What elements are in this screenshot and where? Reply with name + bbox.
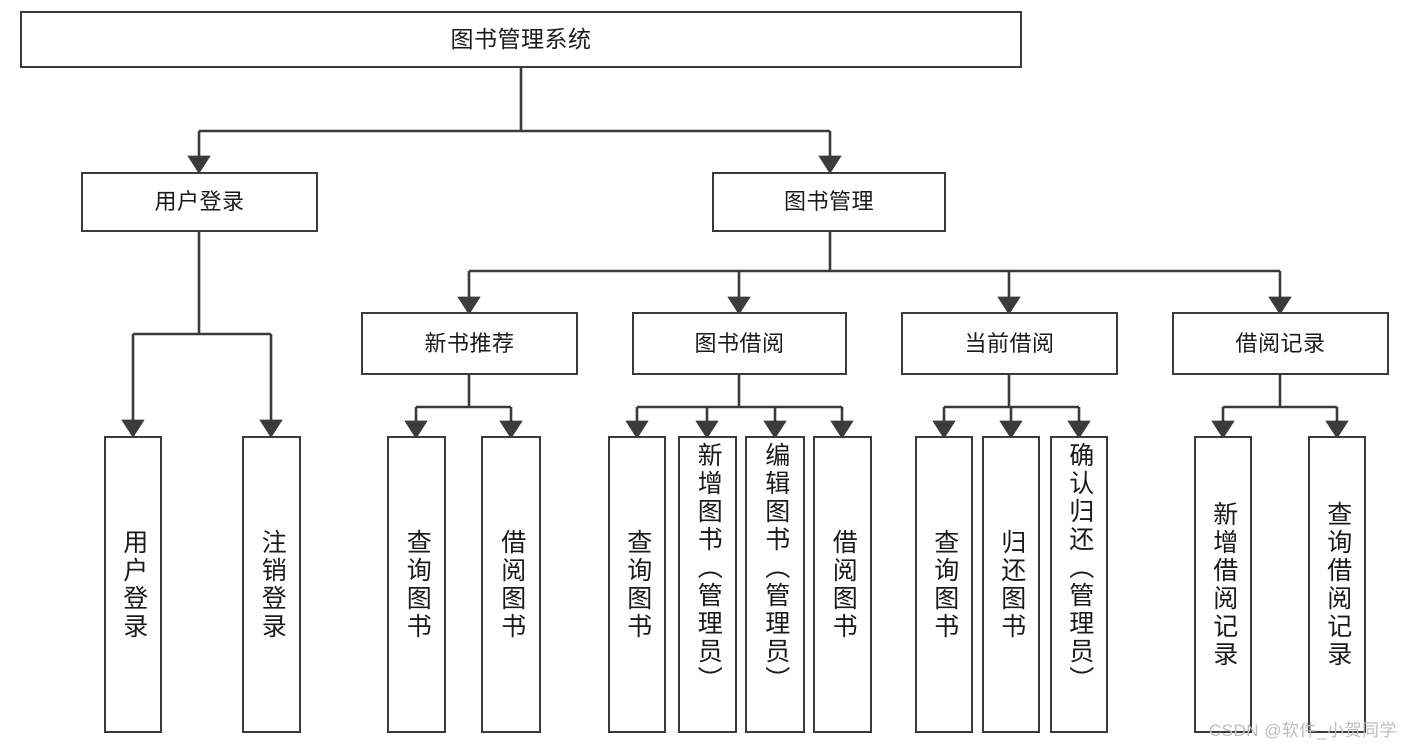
node-leaf-query-book-1[interactable]: 查询图书 — [387, 436, 446, 733]
node-leaf-add-record[interactable]: 新增借阅记录 — [1194, 436, 1252, 733]
node-current-borrow[interactable]: 当前借阅 — [901, 312, 1118, 375]
node-leaf-query-book-3[interactable]: 查询图书 — [915, 436, 973, 733]
node-borrow-record-label: 借阅记录 — [1235, 330, 1326, 356]
node-borrow-record[interactable]: 借阅记录 — [1172, 312, 1389, 375]
node-leaf-query-book-1-label: 查询图书 — [403, 528, 432, 641]
node-leaf-borrow-book-2[interactable]: 借阅图书 — [813, 436, 872, 733]
node-new-book-rec[interactable]: 新书推荐 — [361, 312, 578, 375]
node-leaf-query-book-3-label: 查询图书 — [930, 528, 959, 641]
node-leaf-query-book-2-label: 查询图书 — [623, 528, 652, 641]
node-leaf-add-book-label: 新增图书（管理员） — [694, 442, 723, 694]
node-leaf-logout-label: 注销登录 — [258, 528, 287, 641]
node-root-label: 图书管理系统 — [450, 25, 592, 52]
node-user-login[interactable]: 用户登录 — [81, 172, 318, 232]
node-root[interactable]: 图书管理系统 — [20, 11, 1022, 68]
watermark-text: CSDN @软件_小贺同学 — [1208, 721, 1397, 740]
node-leaf-confirm-return-label: 确认归还（管理员） — [1065, 442, 1094, 694]
node-leaf-add-book[interactable]: 新增图书（管理员） — [678, 436, 737, 733]
node-leaf-borrow-book-2-label: 借阅图书 — [829, 528, 858, 641]
node-book-borrow[interactable]: 图书借阅 — [632, 312, 847, 375]
node-leaf-logout[interactable]: 注销登录 — [242, 436, 301, 733]
node-leaf-user-login-label: 用户登录 — [119, 528, 148, 641]
node-user-login-label: 用户登录 — [154, 189, 245, 215]
node-leaf-user-login[interactable]: 用户登录 — [104, 436, 162, 733]
node-leaf-return-book[interactable]: 归还图书 — [982, 436, 1040, 733]
node-new-book-rec-label: 新书推荐 — [424, 330, 515, 356]
node-leaf-confirm-return[interactable]: 确认归还（管理员） — [1050, 436, 1108, 733]
node-book-manage[interactable]: 图书管理 — [712, 172, 946, 232]
node-book-borrow-label: 图书借阅 — [694, 330, 785, 356]
node-current-borrow-label: 当前借阅 — [964, 330, 1055, 356]
node-leaf-query-book-2[interactable]: 查询图书 — [608, 436, 666, 733]
node-leaf-borrow-book-1-label: 借阅图书 — [497, 528, 526, 641]
node-leaf-edit-book[interactable]: 编辑图书（管理员） — [745, 436, 805, 733]
node-leaf-edit-book-label: 编辑图书（管理员） — [761, 442, 790, 694]
node-leaf-query-record-label: 查询借阅记录 — [1323, 500, 1352, 669]
node-book-manage-label: 图书管理 — [783, 189, 874, 215]
node-leaf-add-record-label: 新增借阅记录 — [1209, 500, 1238, 669]
node-leaf-query-record[interactable]: 查询借阅记录 — [1308, 436, 1366, 733]
node-leaf-return-book-label: 归还图书 — [997, 528, 1026, 641]
node-leaf-borrow-book-1[interactable]: 借阅图书 — [481, 436, 541, 733]
